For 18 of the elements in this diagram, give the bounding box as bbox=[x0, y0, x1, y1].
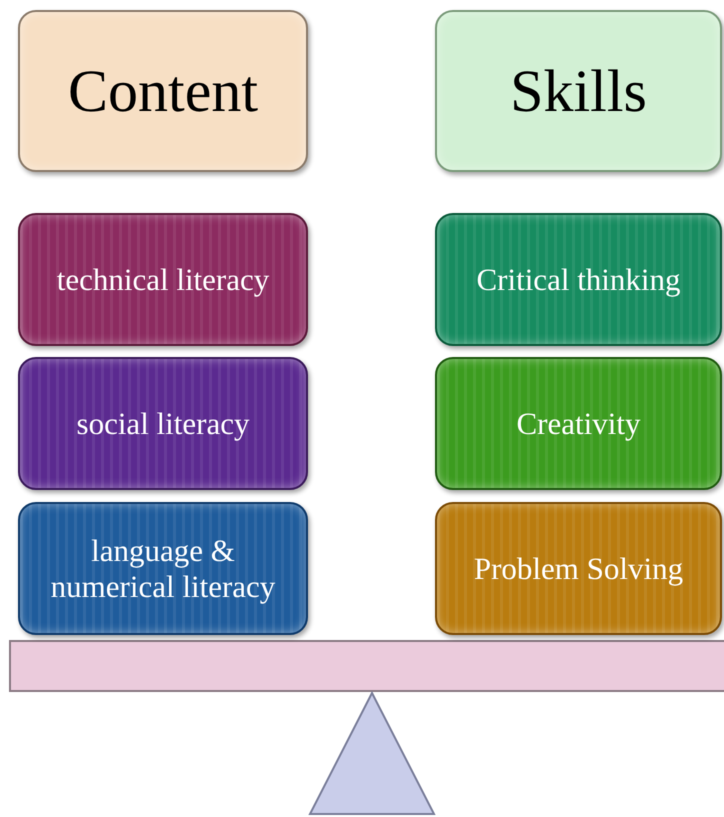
category-box bbox=[435, 502, 722, 635]
heading-text: Skills bbox=[509, 56, 648, 126]
heading-text: Content bbox=[67, 56, 259, 126]
box-label: social literacy bbox=[76, 406, 250, 442]
box-label: Problem Solving bbox=[472, 550, 684, 586]
box-label: technical literacy bbox=[56, 262, 270, 298]
fulcrum-triangle bbox=[308, 690, 436, 815]
heading-box bbox=[435, 10, 722, 172]
category-box bbox=[435, 357, 722, 490]
box-label: language & numerical literacy bbox=[50, 532, 276, 604]
heading-box bbox=[18, 10, 308, 172]
box-label: Creativity bbox=[516, 406, 642, 442]
category-box bbox=[435, 213, 722, 346]
category-box bbox=[18, 357, 308, 490]
balance-beam bbox=[9, 640, 724, 692]
category-box bbox=[18, 213, 308, 346]
box-label: Critical thinking bbox=[475, 262, 682, 298]
category-box bbox=[18, 502, 308, 635]
